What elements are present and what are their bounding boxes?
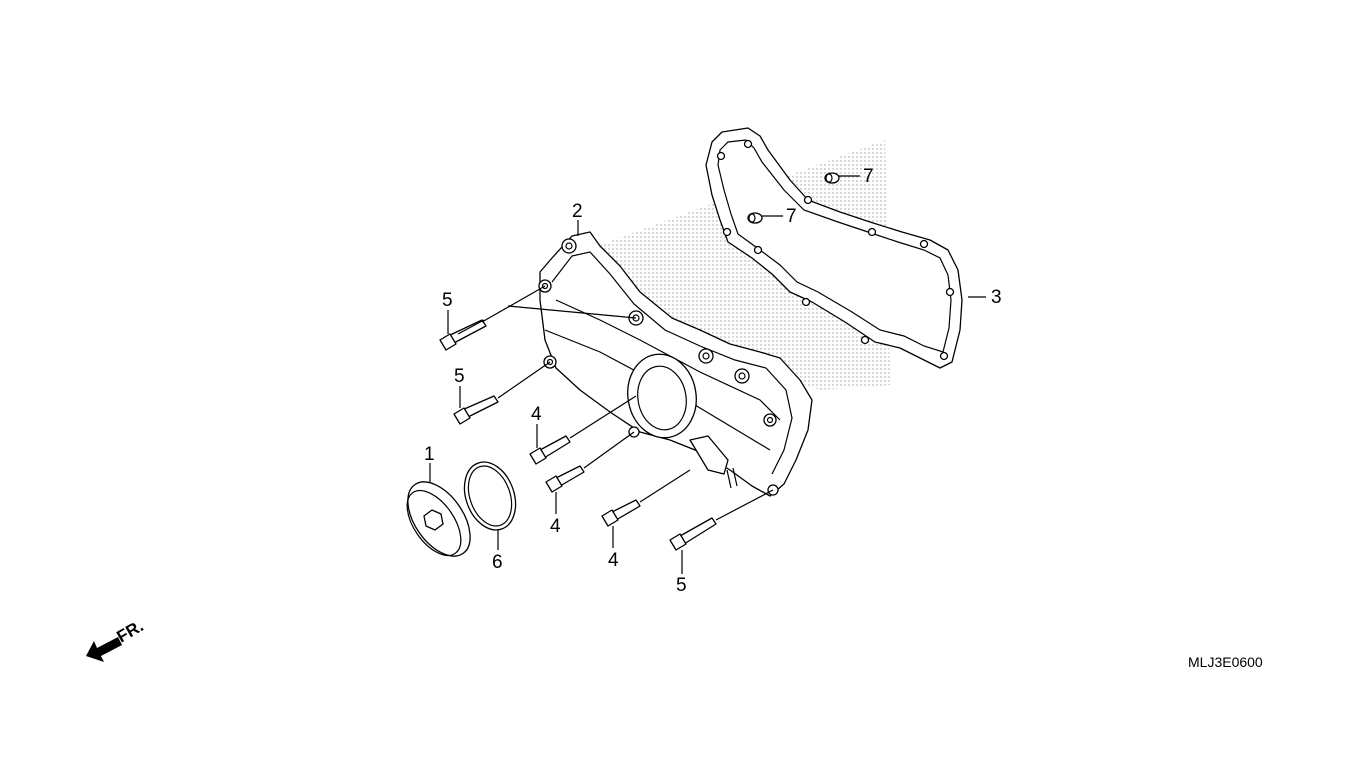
callout-part-4-middle: 4 — [550, 516, 561, 537]
side-cover — [538, 231, 813, 497]
bolt-4-lower — [601, 499, 641, 527]
callout-part-3: 3 — [991, 287, 1002, 308]
o-ring — [463, 461, 517, 531]
callout-part-5-middle: 5 — [454, 366, 465, 387]
callout-part-2: 2 — [572, 201, 583, 222]
callout-part-4-upper: 4 — [531, 404, 542, 425]
dowel-pin-upper — [824, 172, 840, 184]
bolt-5-lower — [669, 517, 717, 551]
bolt-5-upper — [439, 319, 487, 351]
gasket — [705, 127, 963, 369]
leader-lines — [429, 175, 986, 574]
front-direction-arrow-icon — [86, 637, 122, 662]
callout-part-7-upper: 7 — [863, 166, 874, 187]
callout-part-5-lower: 5 — [676, 575, 687, 596]
dowel-pin-lower — [747, 212, 763, 224]
callout-part-4-lower: 4 — [608, 550, 619, 571]
bolt-5-middle — [453, 395, 499, 425]
cap — [406, 481, 471, 557]
bolt-4-middle — [545, 465, 585, 493]
projection-lines — [481, 285, 774, 521]
bolt-4-upper — [529, 435, 571, 465]
callout-part-7-lower: 7 — [786, 206, 797, 227]
callout-part-5-upper: 5 — [442, 290, 453, 311]
diagram-code: MLJ3E0600 — [1188, 654, 1263, 670]
callout-part-6: 6 — [492, 552, 503, 573]
callout-part-1: 1 — [424, 444, 435, 465]
